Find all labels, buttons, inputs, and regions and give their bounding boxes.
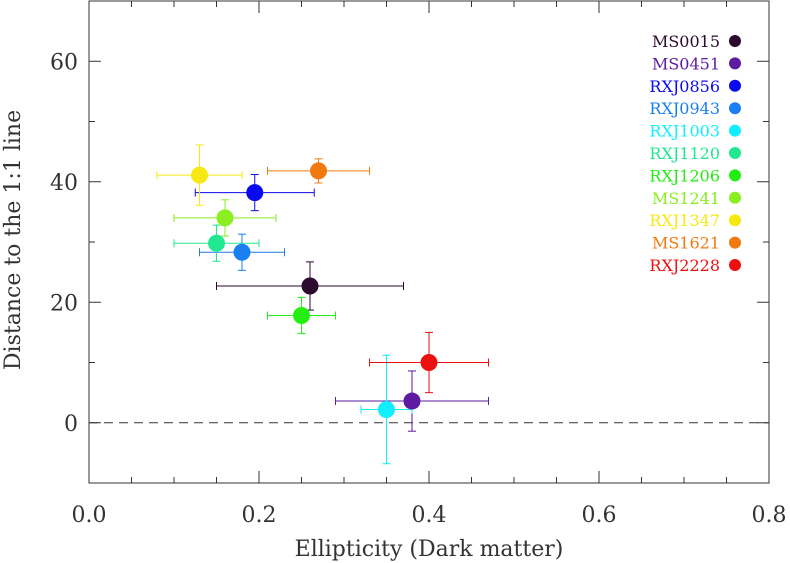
point-rxj1120 <box>208 234 225 252</box>
legend-marker-ms1621 <box>729 236 741 249</box>
x-tick-label: 0.4 <box>412 503 447 528</box>
legend-label-rxj1206: RXJ1206 <box>649 166 720 185</box>
legend: MS0015MS0451RXJ0856RXJ0943RXJ1003RXJ1120… <box>649 32 741 275</box>
point-rxj1347 <box>191 166 208 184</box>
x-tick-label: 0.8 <box>752 503 787 528</box>
point-ms0451 <box>403 392 421 410</box>
y-tick-label: 20 <box>50 291 78 316</box>
x-axis-title: Ellipticity (Dark matter) <box>295 537 564 562</box>
point-ms1621 <box>310 162 327 180</box>
legend-marker-rxj1120 <box>729 147 741 159</box>
legend-marker-ms0451 <box>729 57 741 70</box>
legend-marker-ms0015 <box>729 35 741 47</box>
data-points <box>191 162 438 418</box>
y-axis-title: Distance to the 1:1 line <box>1 110 26 370</box>
x-tick-label: 0.2 <box>242 503 277 528</box>
y-tick-label: 0 <box>64 412 78 437</box>
legend-marker-rxj1347 <box>729 214 741 227</box>
legend-label-rxj1003: RXJ1003 <box>649 122 720 141</box>
point-rxj1206 <box>293 307 310 325</box>
legend-label-ms0015: MS0015 <box>652 32 720 51</box>
legend-label-rxj1347: RXJ1347 <box>649 211 720 230</box>
legend-label-rxj0943: RXJ0943 <box>649 99 720 118</box>
legend-label-rxj2228: RXJ2228 <box>649 256 720 275</box>
legend-label-ms0451: MS0451 <box>652 54 720 73</box>
legend-marker-rxj0856 <box>729 79 741 92</box>
legend-marker-rxj2228 <box>729 259 741 271</box>
error-bars <box>156 144 489 465</box>
legend-marker-rxj1003 <box>729 124 741 137</box>
point-ms0015 <box>301 277 319 295</box>
point-rxj1003 <box>378 400 395 418</box>
point-rxj0943 <box>233 243 251 261</box>
legend-label-rxj0856: RXJ0856 <box>649 77 720 96</box>
legend-label-rxj1120: RXJ1120 <box>649 144 720 163</box>
legend-label-ms1241: MS1241 <box>652 189 720 208</box>
legend-marker-rxj1206 <box>729 169 741 182</box>
legend-label-ms1621: MS1621 <box>652 234 720 253</box>
y-tick-label: 60 <box>50 50 78 75</box>
point-rxj2228 <box>420 354 438 371</box>
point-rxj0856 <box>246 184 264 202</box>
legend-marker-rxj0943 <box>729 102 741 115</box>
legend-marker-ms1241 <box>729 191 741 204</box>
x-tick-label: 0.0 <box>72 503 107 528</box>
y-tick-label: 40 <box>50 171 78 196</box>
point-ms1241 <box>216 209 234 227</box>
x-tick-label: 0.6 <box>582 503 617 528</box>
axis-tick-labels: 0.0 0.2 0.4 0.6 0.8 0 20 40 60 <box>50 50 787 528</box>
